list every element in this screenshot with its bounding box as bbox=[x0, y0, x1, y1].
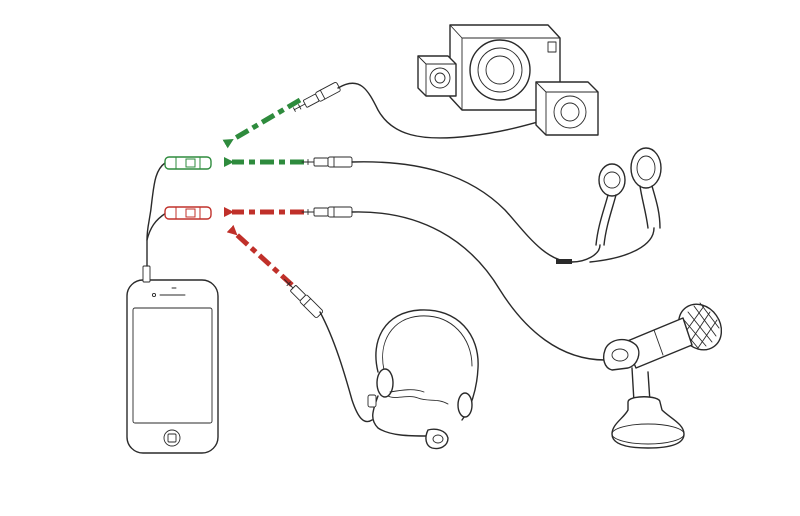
headset-jack bbox=[284, 279, 324, 319]
device-cables bbox=[319, 82, 606, 423]
earphone-splitter bbox=[556, 259, 572, 264]
speaker-jack bbox=[293, 82, 341, 112]
speakers bbox=[417, 24, 599, 136]
splitter-cable bbox=[146, 162, 167, 267]
earphones bbox=[556, 147, 662, 264]
smartphone bbox=[126, 265, 219, 454]
arrow-speakers-to-headphone bbox=[222, 97, 302, 149]
headphone-plug bbox=[164, 156, 212, 170]
earphone-jack bbox=[301, 156, 353, 168]
desk-microphone bbox=[603, 302, 723, 449]
headphone-icon bbox=[185, 158, 196, 168]
deskmic-jack bbox=[301, 206, 353, 218]
microphone-icon bbox=[185, 208, 196, 218]
arrow-headset-to-microphone bbox=[226, 224, 294, 287]
microphone-plug bbox=[164, 206, 212, 220]
headset-microphone bbox=[367, 309, 479, 450]
